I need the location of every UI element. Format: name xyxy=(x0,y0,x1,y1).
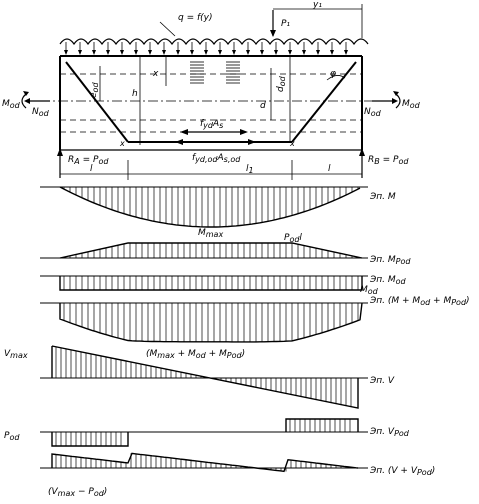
e-od-label: eod xyxy=(89,82,100,98)
m-od-left-label: Mod xyxy=(2,99,21,110)
span-dimensions: l l1 l xyxy=(60,160,362,180)
point-force: P₁ y₁ xyxy=(270,0,363,38)
diagram-title-4: Эп. V xyxy=(369,376,395,386)
diagram-title-2: Эп. Mod xyxy=(369,275,407,286)
n-od-left-label: Nod xyxy=(32,107,50,118)
x-label: x xyxy=(152,69,159,79)
l-mid-label: l1 xyxy=(246,164,254,175)
rb-label: RB = Pod xyxy=(368,155,409,166)
ra-label: RA = Pod xyxy=(68,155,109,166)
m-od-right-label: Mod xyxy=(402,99,421,110)
fyd-od-label: fyd,odAs,od xyxy=(192,153,241,164)
l-right-label: l xyxy=(328,164,331,174)
svg-text:x: x xyxy=(119,139,125,148)
d-label: d xyxy=(260,101,266,111)
phi-label: φ xyxy=(330,69,336,79)
mod-under-label: Mod xyxy=(360,285,379,296)
vmax-label: Vmax xyxy=(4,349,28,360)
sum-m-label: (Mmax + Mod + MPod) xyxy=(146,349,245,360)
force-label: P₁ xyxy=(281,19,290,29)
svg-text:x: x xyxy=(289,139,295,148)
diagram-title-6: Эп. (V + VPod) xyxy=(369,466,435,477)
diagram-title-3: Эп. (M + Mod + MPod) xyxy=(369,296,470,307)
diagram-title-1: Эп. MPod xyxy=(369,255,411,266)
h-label: h xyxy=(132,89,138,99)
pod-v-label: Pod xyxy=(4,431,20,442)
vmax-pod-label: (Vmax − Pod) xyxy=(48,487,107,498)
l-left-label: l xyxy=(90,164,93,174)
d-od-label: dod xyxy=(276,75,287,92)
beam-dimension-labels: eod x h dod d φ fydAs fyd,odAs,od xyxy=(89,69,336,164)
load-label: q = f(y) xyxy=(178,13,213,23)
distributed-load: q = f(y) xyxy=(59,13,369,55)
diagram-title-0: Эп. M xyxy=(369,192,396,202)
diagram-title-5: Эп. VPod xyxy=(369,427,410,438)
pod-l-label: Podl xyxy=(284,233,302,244)
end-moments: Mod Nod Mod Nod xyxy=(2,91,421,118)
n-od-right-label: Nod xyxy=(364,107,382,118)
fyd-as-label: fydAs xyxy=(200,119,223,130)
support-reactions: RA = Pod RB = Pod xyxy=(57,148,409,178)
mmax-label: Mmax xyxy=(198,228,223,239)
beam-body: x x xyxy=(40,55,382,151)
diagram-value-labels: Mmax Podl Mod (Mmax + Mod + MPod) Vmax P… xyxy=(4,228,379,498)
dist-y-label: y₁ xyxy=(312,0,322,10)
